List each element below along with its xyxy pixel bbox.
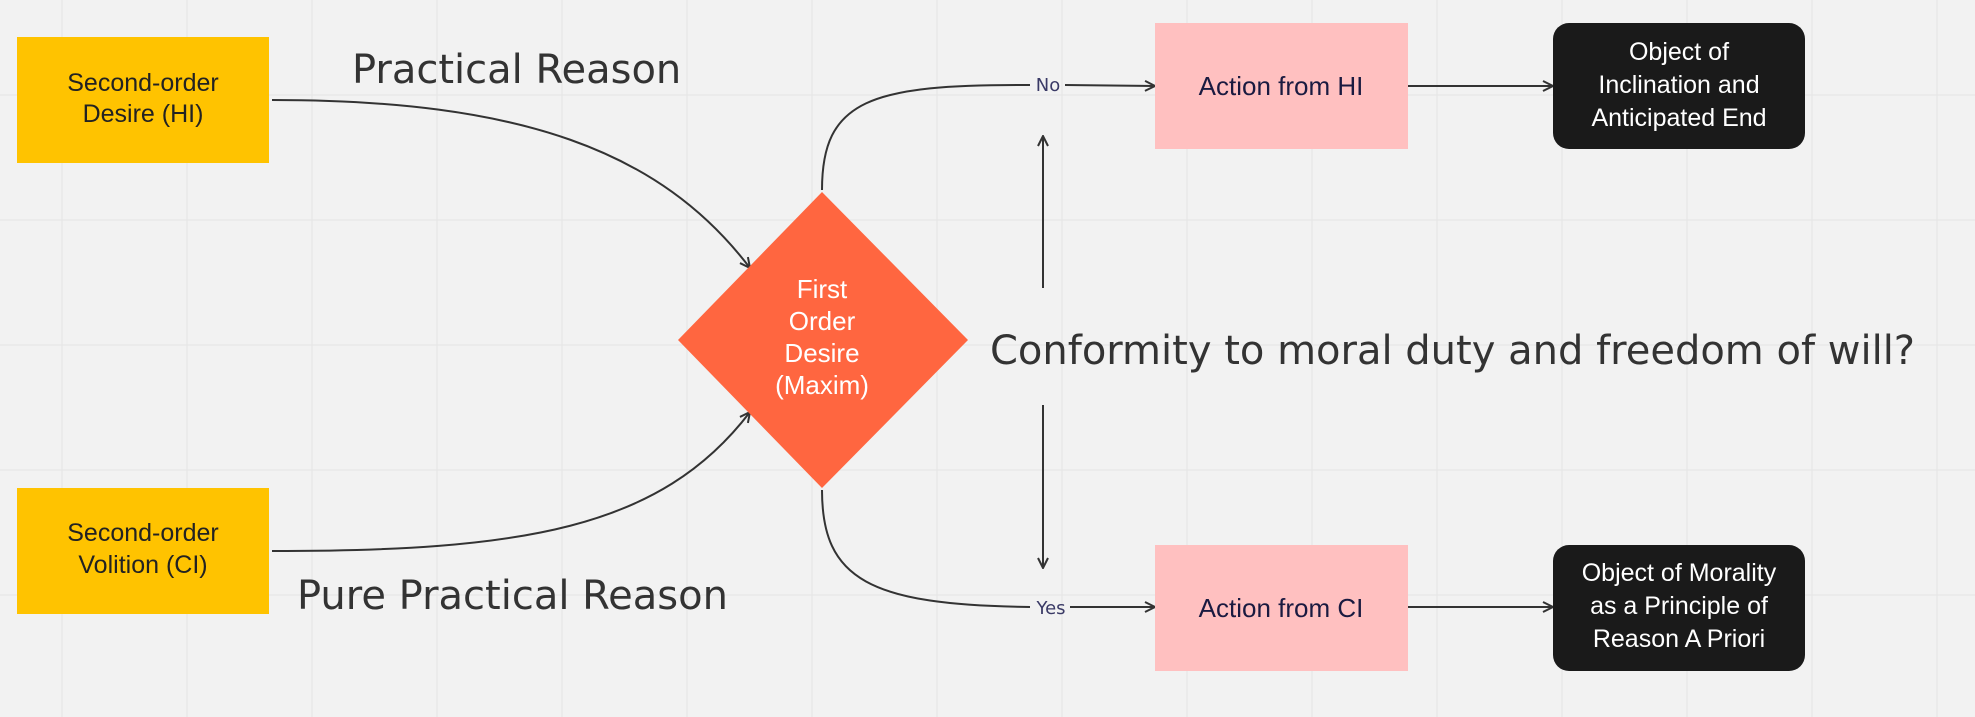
node-action-hi-label: Action from HI (1199, 71, 1364, 101)
node-action-hi[interactable]: Action from HI (1155, 23, 1408, 149)
edge-label-yes: Yes (1035, 598, 1065, 619)
node-object-morality[interactable]: Object of Morality as a Principle of Rea… (1553, 545, 1805, 671)
label-question: Conformity to moral duty and freedom of … (990, 328, 1915, 374)
edge-label-no: No (1036, 75, 1060, 96)
node-first-order-desire[interactable]: First Order Desire (Maxim) (678, 192, 968, 488)
node-object-morality-line-2: as a Principle of (1590, 592, 1768, 620)
node-first-order-desire-line-3: Desire (784, 338, 859, 368)
label-practical-reason: Practical Reason (352, 47, 681, 93)
arrow-maxim-no-branch (821, 83, 1031, 191)
node-object-inclination[interactable]: Object of Inclination and Anticipated En… (1553, 23, 1805, 149)
node-object-inclination-line-3: Anticipated End (1591, 104, 1766, 132)
node-first-order-desire-line-2: Order (789, 306, 856, 336)
node-second-order-volition[interactable]: Second-order Volition (CI) (17, 488, 269, 614)
node-first-order-desire-line-1: First (797, 274, 848, 304)
arrow-no-to-action-hi (1064, 85, 1155, 86)
node-object-morality-line-3: Reason A Priori (1593, 625, 1765, 653)
node-second-order-desire-line-2: Desire (HI) (83, 100, 204, 128)
arrow-volition-to-maxim (271, 412, 750, 552)
node-first-order-desire-line-4: (Maxim) (775, 370, 869, 400)
node-object-inclination-line-2: Inclination and (1598, 71, 1759, 99)
node-second-order-volition-line-1: Second-order (67, 519, 218, 547)
arrow-desire-to-maxim (271, 99, 750, 268)
node-object-morality-line-1: Object of Morality (1582, 559, 1777, 587)
node-second-order-desire-line-1: Second-order (67, 69, 218, 97)
label-pure-practical-reason: Pure Practical Reason (297, 573, 728, 619)
node-action-ci-label: Action from CI (1199, 593, 1364, 623)
arrow-maxim-yes-branch (821, 489, 1031, 608)
node-action-ci[interactable]: Action from CI (1155, 545, 1408, 671)
node-object-inclination-line-1: Object of (1629, 38, 1729, 66)
node-second-order-volition-line-2: Volition (CI) (78, 551, 207, 579)
node-second-order-desire[interactable]: Second-order Desire (HI) (17, 37, 269, 163)
